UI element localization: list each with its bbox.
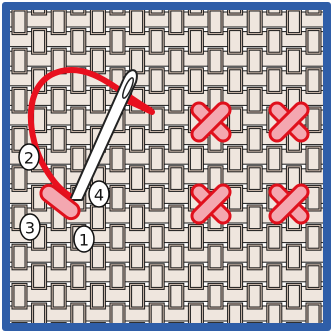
warp-thread-highlight — [230, 266, 241, 288]
warp-thread-highlight — [73, 266, 84, 288]
warp-thread-highlight — [230, 31, 241, 53]
warp-thread-highlight — [249, 11, 260, 33]
warp-thread-highlight — [308, 70, 319, 92]
warp-thread-highlight — [73, 109, 84, 131]
warp-thread-highlight — [53, 11, 64, 33]
warp-thread-highlight — [171, 89, 182, 111]
warp-thread-highlight — [132, 11, 143, 33]
warp-thread-highlight — [190, 148, 201, 170]
warp-thread-highlight — [92, 207, 103, 229]
warp-thread-highlight — [288, 11, 299, 33]
warp-thread-highlight — [249, 129, 260, 151]
warp-thread-highlight — [308, 148, 319, 170]
warp-thread-highlight — [92, 50, 103, 72]
step-label-1-text: 1 — [79, 231, 89, 250]
warp-thread-highlight — [151, 70, 162, 92]
warp-thread-highlight — [308, 109, 319, 131]
warp-thread-highlight — [92, 11, 103, 33]
warp-thread-highlight — [151, 187, 162, 209]
warp-thread-highlight — [269, 266, 280, 288]
warp-thread-highlight — [230, 109, 241, 131]
warp-thread-highlight — [34, 109, 45, 131]
step-label-1: 1 — [74, 226, 94, 252]
step-label-3-text: 3 — [25, 219, 35, 238]
warp-thread-highlight — [249, 89, 260, 111]
warp-thread-highlight — [210, 246, 221, 268]
warp-thread-highlight — [288, 246, 299, 268]
step-label-4: 4 — [89, 181, 109, 207]
warp-thread-highlight — [249, 246, 260, 268]
warp-thread-highlight — [132, 246, 143, 268]
warp-thread-highlight — [112, 148, 123, 170]
warp-thread-highlight — [210, 50, 221, 72]
warp-thread-highlight — [230, 148, 241, 170]
warp-thread-highlight — [132, 207, 143, 229]
warp-thread-highlight — [53, 246, 64, 268]
warp-thread-highlight — [53, 129, 64, 151]
step-label-4-text: 4 — [94, 186, 104, 205]
warp-thread-highlight — [288, 50, 299, 72]
warp-thread-highlight — [73, 148, 84, 170]
warp-thread-highlight — [53, 285, 64, 307]
warp-thread-highlight — [190, 31, 201, 53]
step-label-3: 3 — [20, 214, 40, 240]
warp-thread-highlight — [190, 227, 201, 249]
warp-thread-highlight — [132, 285, 143, 307]
warp-thread-highlight — [14, 168, 25, 190]
warp-thread-highlight — [249, 207, 260, 229]
warp-thread-highlight — [14, 285, 25, 307]
warp-thread-highlight — [53, 89, 64, 111]
warp-thread-highlight — [171, 50, 182, 72]
warp-thread-highlight — [249, 285, 260, 307]
warp-thread-highlight — [14, 50, 25, 72]
step-label-2: 2 — [19, 144, 39, 170]
warp-thread-highlight — [14, 89, 25, 111]
warp-thread-highlight — [308, 266, 319, 288]
warp-thread-highlight — [92, 246, 103, 268]
warp-thread-highlight — [308, 227, 319, 249]
warp-thread-highlight — [230, 227, 241, 249]
warp-thread-highlight — [210, 11, 221, 33]
warp-thread-highlight — [151, 227, 162, 249]
warp-thread-highlight — [151, 31, 162, 53]
warp-thread-highlight — [269, 148, 280, 170]
warp-thread-highlight — [112, 31, 123, 53]
warp-thread-highlight — [269, 227, 280, 249]
warp-thread-highlight — [151, 148, 162, 170]
warp-thread-highlight — [92, 89, 103, 111]
warp-thread-highlight — [151, 266, 162, 288]
warp-thread-highlight — [92, 285, 103, 307]
warp-thread-highlight — [308, 187, 319, 209]
warp-thread-highlight — [14, 11, 25, 33]
warp-thread-highlight — [171, 246, 182, 268]
warp-thread-highlight — [73, 31, 84, 53]
warp-thread-highlight — [190, 266, 201, 288]
warp-thread-highlight — [132, 50, 143, 72]
warp-thread-highlight — [249, 50, 260, 72]
warp-thread-highlight — [14, 246, 25, 268]
warp-thread-highlight — [112, 187, 123, 209]
warp-thread-highlight — [112, 266, 123, 288]
warp-thread-highlight — [112, 227, 123, 249]
warp-thread-highlight — [132, 168, 143, 190]
warp-thread-highlight — [171, 11, 182, 33]
warp-thread-highlight — [288, 285, 299, 307]
warp-thread-highlight — [34, 31, 45, 53]
warp-thread-highlight — [171, 168, 182, 190]
warp-thread-highlight — [171, 129, 182, 151]
warp-thread-highlight — [269, 31, 280, 53]
warp-thread-highlight — [249, 168, 260, 190]
warp-thread-highlight — [132, 129, 143, 151]
warp-thread-highlight — [269, 70, 280, 92]
warp-thread-highlight — [308, 31, 319, 53]
warp-thread-highlight — [171, 285, 182, 307]
step-label-2-text: 2 — [24, 149, 34, 168]
warp-thread-highlight — [230, 70, 241, 92]
warp-thread-highlight — [210, 285, 221, 307]
warp-thread-highlight — [171, 207, 182, 229]
warp-thread-highlight — [190, 70, 201, 92]
warp-thread-highlight — [34, 266, 45, 288]
